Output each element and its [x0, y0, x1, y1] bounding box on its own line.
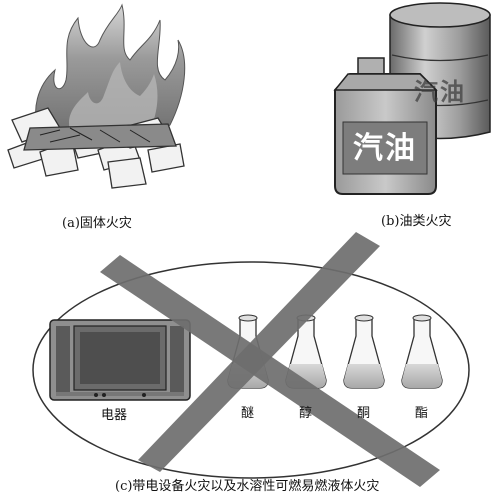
caption-a: (a)固体火灾	[62, 216, 132, 231]
tv-label: 电器	[101, 408, 128, 423]
flame-group	[35, 3, 186, 140]
caption-b: (b)油类火灾	[381, 214, 452, 229]
flask-3	[343, 314, 385, 389]
drum-label: 汽油	[414, 78, 466, 106]
flask-label-3: 酮	[357, 406, 371, 421]
flask-label-2: 醇	[299, 406, 313, 421]
tv-icon	[49, 319, 191, 401]
flame-inner	[69, 62, 158, 130]
flask-label-4: 酯	[415, 406, 429, 421]
flask-label-1: 醚	[241, 406, 255, 421]
flask-4	[401, 314, 443, 389]
oil-canister	[333, 57, 438, 195]
panel-c-boundary	[32, 261, 470, 479]
caption-c: (c)带电设备火灾以及水溶性可燃易燃液体火灾	[115, 479, 380, 494]
prohibition-cross	[100, 232, 440, 487]
canister-label: 汽油	[353, 131, 417, 166]
firewood-pile	[7, 107, 185, 189]
